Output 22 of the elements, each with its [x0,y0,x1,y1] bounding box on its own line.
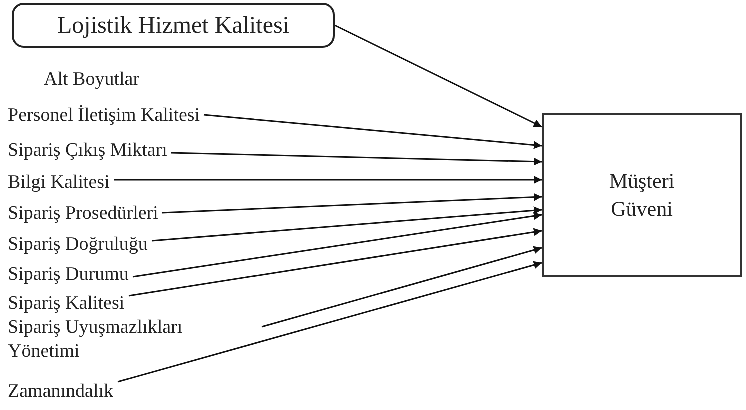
arrow [334,24,542,128]
factor-label: Bilgi Kalitesi [8,171,110,195]
factor-label: Zamanındalık [8,380,114,404]
factor-label: Sipariş Prosedürleri [8,202,158,226]
factor-label: Sipariş Kalitesi [8,292,125,316]
group-heading: Alt Boyutlar [44,68,140,92]
factor-label: Sipariş Doğruluğu [8,233,148,257]
arrow [114,176,542,184]
factor-label: Sipariş Durumu [8,263,129,287]
construct-box: Lojistik Hizmet Kalitesi [12,3,335,48]
arrow [118,261,542,383]
outcome-box: Müşteri Güveni [542,113,742,277]
factor-label: Sipariş Çıkış Miktarı [8,139,168,163]
factor-label: Personel İletişim Kalitesi [8,104,200,128]
arrow [204,114,542,150]
arrow [170,152,542,166]
factor-label: Sipariş Uyuşmazlıkları Yönetimi [8,316,184,364]
arrow [128,228,542,297]
arrow [132,212,542,278]
arrow [262,246,542,328]
arrow [152,206,542,242]
arrow [162,193,542,214]
